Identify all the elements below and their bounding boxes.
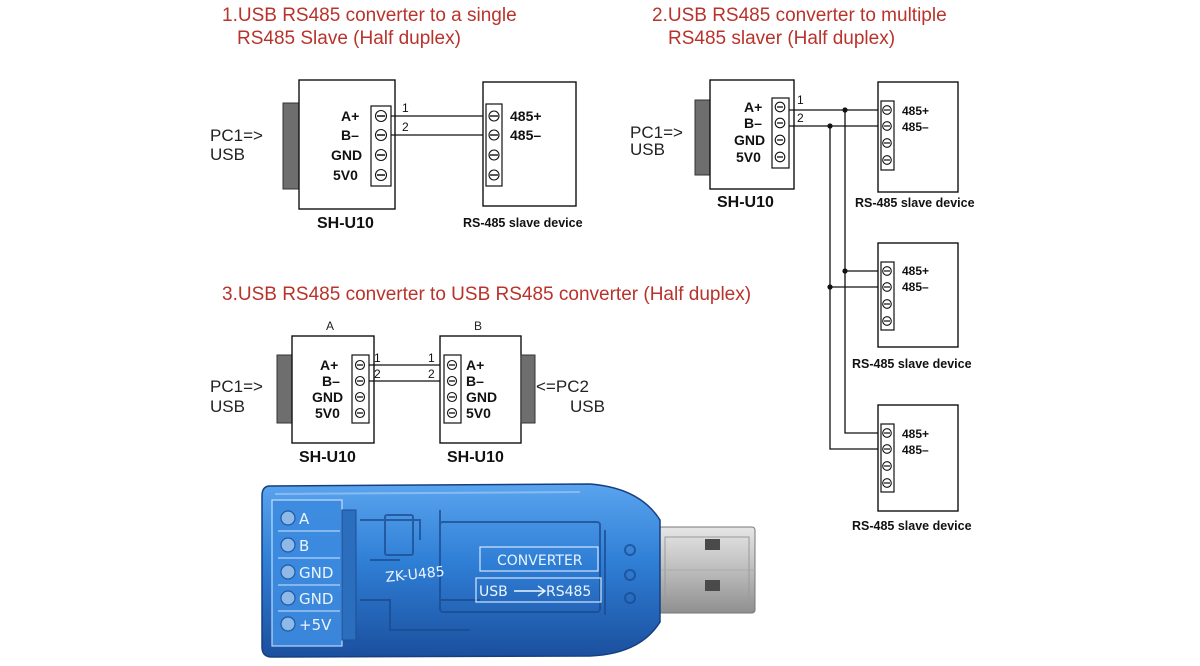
diagram-2-title-line-1: 2.USB RS485 converter to multiple	[652, 5, 947, 26]
terminal-label: GND	[299, 564, 333, 582]
converter-b-label: B	[474, 319, 482, 333]
converter-label-box	[479, 546, 599, 572]
wire-number: 2	[797, 111, 804, 125]
wire-number: 1	[428, 351, 435, 365]
usb-label: USB	[479, 584, 508, 600]
pin-label: 5V0	[466, 405, 491, 421]
pin-label: 5V0	[736, 149, 761, 165]
converter-model: SH-U10	[317, 215, 374, 232]
slave-device-label: RS-485 slave device	[852, 519, 972, 533]
terminal-screws	[774, 101, 786, 163]
slave-pin-label: 485–	[902, 280, 929, 294]
converter-a-model: SH-U10	[299, 449, 356, 466]
terminal-label: A	[299, 510, 310, 528]
terminal-screws	[374, 109, 388, 182]
diagram-2: 2.USB RS485 converter to multiple RS485 …	[630, 5, 975, 533]
terminal-block	[351, 354, 370, 424]
converter-box	[298, 79, 396, 210]
pin-label: A+	[466, 357, 484, 373]
slave-pin-label: 485–	[510, 127, 541, 143]
pc2-label: <=PC2	[536, 377, 589, 396]
wire-number: 1	[402, 101, 409, 115]
slave-pin-label: 485+	[510, 108, 542, 124]
pin-label: A+	[744, 99, 762, 115]
pin-label: B–	[341, 127, 359, 143]
terminal-block	[370, 105, 392, 187]
slave-device-1: 485+ 485– RS-485 slave device	[855, 81, 975, 210]
terminal-label: GND	[299, 590, 333, 608]
slave-pin-label: 485+	[902, 427, 929, 441]
pin-label: GND	[312, 389, 343, 405]
terminal-screws	[446, 359, 458, 419]
arrow-icon	[514, 585, 547, 597]
device-terminals	[278, 510, 340, 632]
slave-screws	[488, 110, 500, 181]
pin-label: 5V0	[333, 167, 358, 183]
usb-rs485-device-illustration: A B GND GND +5V ZK-U485 CONVERTER USB RS…	[261, 483, 756, 658]
converter-a-label: A	[326, 319, 334, 333]
slave-device-3: 485+ 485– RS-485 slave device	[852, 404, 972, 533]
usb-plug-icon	[694, 99, 711, 176]
slave-pin-label: 485–	[902, 120, 929, 134]
usb-plug	[654, 526, 756, 614]
diagram-2-title-line-2: RS485 slaver (Half duplex)	[668, 28, 895, 49]
terminal-block	[771, 97, 790, 169]
slave-device-box	[482, 81, 577, 207]
terminal-label: +5V	[299, 616, 332, 634]
wire-number: 1	[797, 93, 804, 107]
diagram-3-title: 3.USB RS485 converter to USB RS485 conve…	[222, 284, 751, 305]
usb-plug-icon	[276, 354, 293, 424]
converter-model: SH-U10	[717, 194, 774, 211]
slave-device-label: RS-485 slave device	[855, 196, 975, 210]
circuit-traces	[360, 510, 636, 631]
pin-label: GND	[331, 147, 362, 163]
device-body	[261, 483, 661, 658]
slave-pin-label: 485–	[902, 443, 929, 457]
terminal-body	[341, 509, 357, 641]
diagram-1-pc-label: PC1=>	[210, 126, 263, 145]
converter-b-model: SH-U10	[447, 449, 504, 466]
diagram-1-title-line-1: 1.USB RS485 converter to a single	[222, 5, 517, 26]
slave-device-label: RS-485 slave device	[463, 216, 583, 230]
pin-label: B–	[322, 373, 340, 389]
slave-device-2: 485+ 485– RS-485 slave device	[852, 242, 972, 371]
wire-number: 2	[402, 120, 409, 134]
slave-pin-label: 485+	[902, 264, 929, 278]
pc2-port: USB	[570, 397, 605, 416]
converter-label: CONVERTER	[497, 553, 583, 569]
pc1-port: USB	[210, 397, 245, 416]
wire-number: 2	[428, 367, 435, 381]
terminal-block	[443, 354, 462, 424]
pin-label: GND	[466, 389, 497, 405]
converter-a-box	[291, 335, 375, 444]
terminal-label: B	[299, 537, 309, 555]
slave-pin-label: 485+	[902, 104, 929, 118]
slave-terminal-block	[485, 103, 503, 187]
usb-plug-icon	[282, 102, 300, 190]
converter-b-box	[439, 335, 522, 444]
diagram-3: 3.USB RS485 converter to USB RS485 conve…	[210, 284, 751, 466]
wire-number: 1	[374, 351, 381, 365]
bus-wires	[789, 107, 884, 450]
pin-label: 5V0	[315, 405, 340, 421]
diagram-1: 1.USB RS485 converter to a single RS485 …	[210, 5, 583, 232]
pin-label: A+	[320, 357, 338, 373]
terminal-screws	[354, 359, 366, 419]
pin-label: GND	[734, 132, 765, 148]
rs485-label: RS485	[546, 584, 591, 600]
diagram-1-pc-port: USB	[210, 145, 245, 164]
wire-number: 2	[374, 367, 381, 381]
slave-device-label: RS-485 slave device	[852, 357, 972, 371]
diagram-2-pc-port: USB	[630, 140, 665, 159]
pc1-label: PC1=>	[210, 377, 263, 396]
diagram-1-title-line-2: RS485 Slave (Half duplex)	[237, 28, 461, 49]
usb-plug-icon	[520, 354, 536, 424]
board-name: ZK-U485	[385, 564, 446, 586]
pin-label: B–	[744, 115, 762, 131]
usb-rs485-label-box	[475, 577, 602, 603]
pin-label: B–	[466, 373, 484, 389]
pin-label: A+	[341, 108, 359, 124]
diagram-2-pc-label: PC1=>	[630, 123, 683, 142]
